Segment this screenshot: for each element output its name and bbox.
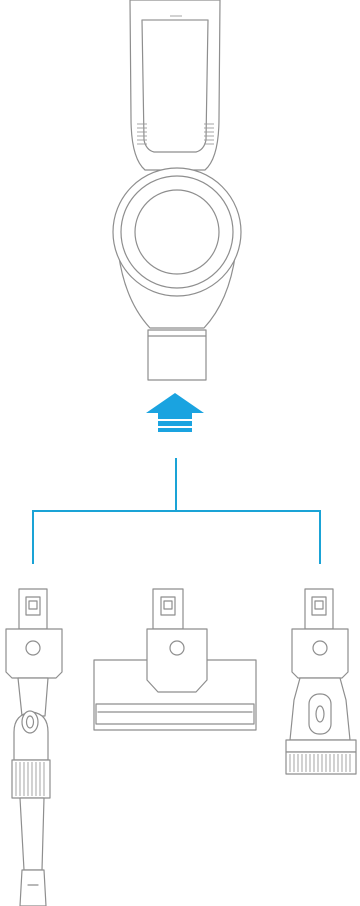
vent-left	[137, 123, 147, 145]
motor-ring-mid	[120, 175, 234, 289]
motor-ring-inner	[134, 189, 220, 275]
dusting-brush	[285, 588, 357, 775]
arrow-up-icon	[146, 393, 204, 432]
connector-lines	[32, 458, 321, 564]
extension-crevice-tool	[5, 588, 63, 906]
vent-right	[204, 123, 214, 145]
vacuum-front-panel	[141, 19, 209, 153]
wide-mini-brush	[93, 588, 257, 731]
vacuum-nozzle-outlet	[147, 329, 207, 381]
vacuum-body	[129, 0, 221, 171]
motor-ring-outer	[112, 167, 242, 297]
vacuum-handheld-unit	[112, 0, 242, 381]
